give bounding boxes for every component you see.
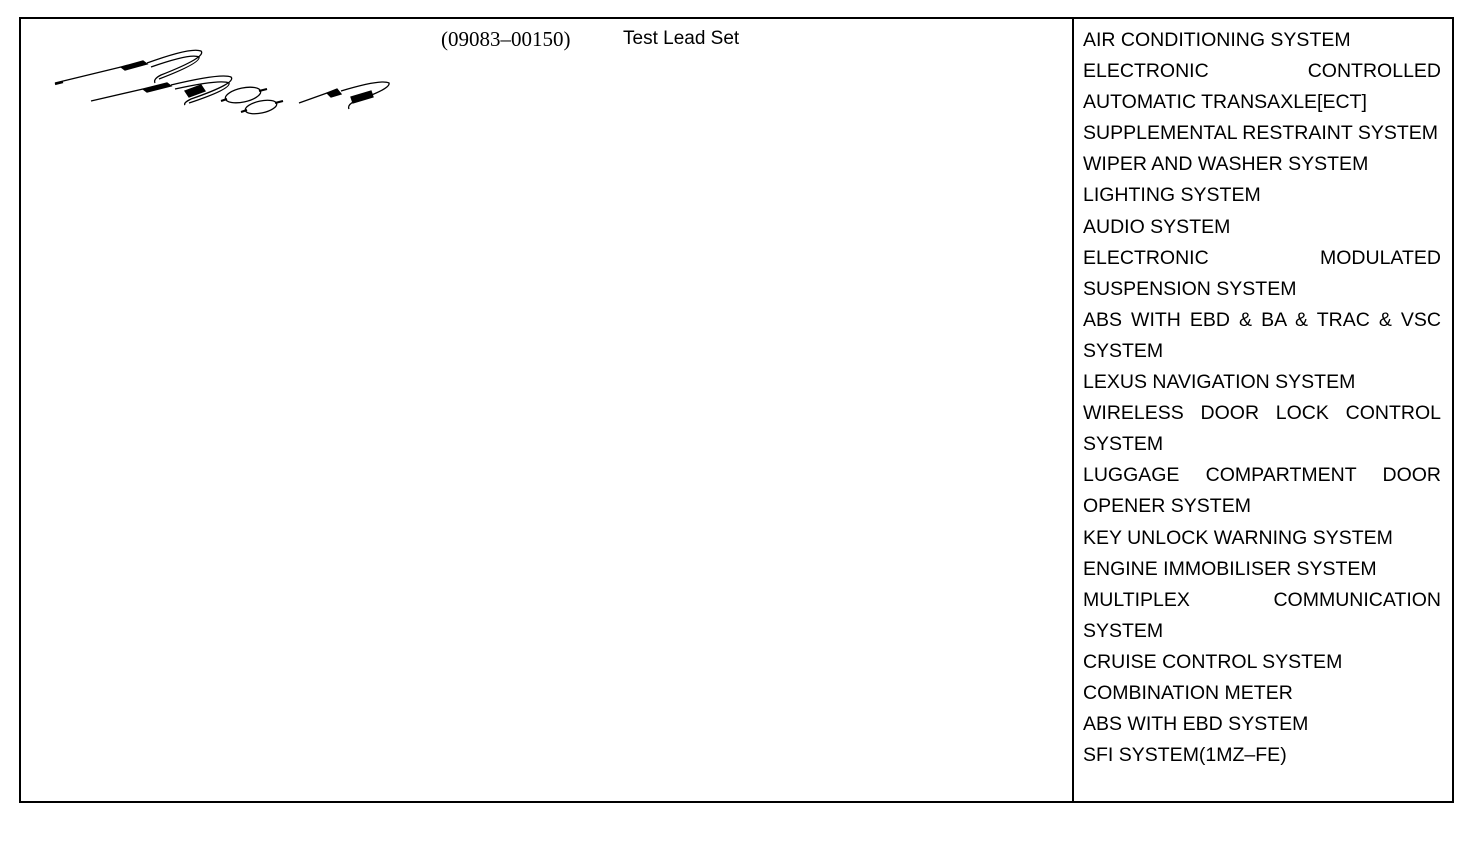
tool-part-number: (09083–00150) <box>441 27 571 51</box>
system-item: LIGHTING SYSTEM <box>1083 184 1261 207</box>
system-item: MULTIPLEX COMMUNICATION SYSTEM <box>1083 588 1441 642</box>
tool-name: Test Lead Set <box>623 28 740 49</box>
system-item: AUDIO SYSTEM <box>1083 215 1231 238</box>
system-item: LEXUS NAVIGATION SYSTEM <box>1083 371 1356 394</box>
applicable-systems-list: AIR CONDITIONING SYSTEM ELECTRONIC CONTR… <box>1083 25 1441 771</box>
system-item: ENGINE IMMOBILISER SYSTEM <box>1083 557 1377 580</box>
column-divider <box>1072 19 1074 801</box>
system-item: ELECTRONIC CONTROLLED AUTOMATIC TRANSAXL… <box>1083 60 1441 114</box>
system-item: AIR CONDITIONING SYSTEM <box>1083 29 1351 51</box>
system-item: KEY UNLOCK WARNING SYSTEM <box>1083 526 1393 549</box>
test-lead-set-illustration <box>54 49 390 115</box>
system-item: ABS WITH EBD SYSTEM <box>1083 713 1309 736</box>
system-item: SUPPLEMENTAL RESTRAINT SYSTEM <box>1083 122 1439 145</box>
system-item: ABS WITH EBD & BA & TRAC & VSC SYSTEM <box>1083 308 1441 362</box>
system-item: COMBINATION METER <box>1083 681 1293 704</box>
system-item: SFI SYSTEM(1MZ–FE) <box>1083 744 1287 767</box>
system-item: CRUISE CONTROL SYSTEM <box>1083 650 1343 673</box>
system-item: WIPER AND WASHER SYSTEM <box>1083 153 1369 176</box>
system-item: WIRELESS DOOR LOCK CONTROL SYSTEM <box>1083 402 1441 456</box>
system-item: LUGGAGE COMPARTMENT DOOR OPENER SYSTEM <box>1083 464 1441 518</box>
tool-table: (09083–00150) Test Lead Set AIR CONDITIO… <box>19 17 1454 803</box>
system-item: ELECTRONIC MODULATED SUSPENSION SYSTEM <box>1083 246 1441 300</box>
